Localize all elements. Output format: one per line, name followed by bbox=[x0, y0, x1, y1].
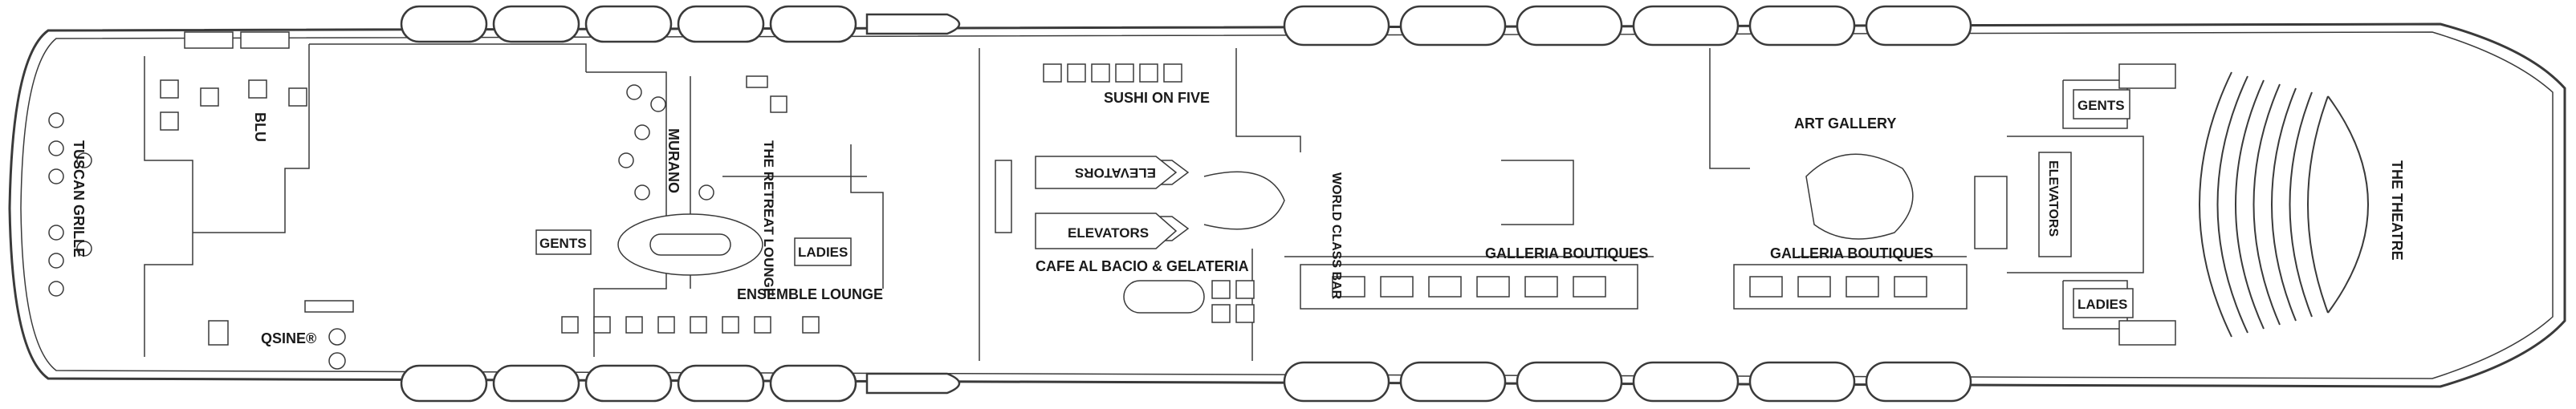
label-elevators-mid: ELEVATORS bbox=[1068, 225, 1149, 241]
elevators-mid-shape bbox=[1035, 213, 1178, 249]
label-elevators-right: ELEVATORS bbox=[2046, 160, 2060, 237]
label-ladies-left: LADIES bbox=[798, 245, 848, 260]
label-galleria-right: GALLERIA BOUTIQUES bbox=[1770, 245, 1933, 261]
label-gents-left: GENTS bbox=[539, 236, 587, 251]
theatre-seating bbox=[2199, 71, 2369, 338]
interior-walls bbox=[144, 43, 2144, 361]
stairs bbox=[995, 63, 2176, 346]
label-sushi-on-five: SUSHI ON FIVE bbox=[1104, 90, 1210, 106]
label-ensemble-lounge: ENSEMBLE LOUNGE bbox=[737, 286, 883, 302]
label-gents-right: GENTS bbox=[2077, 98, 2125, 113]
tables-aft bbox=[48, 31, 354, 370]
elevators-top-shape bbox=[1035, 156, 1178, 189]
label-blu: BLU bbox=[252, 112, 268, 142]
boutique-fixtures bbox=[1300, 153, 1968, 310]
lifeboats-bottom bbox=[400, 361, 1972, 403]
ladies-right-box bbox=[2073, 288, 2134, 318]
label-ladies-right: LADIES bbox=[2077, 297, 2127, 312]
gents-left-box bbox=[535, 229, 592, 255]
gents-right-box bbox=[2073, 89, 2130, 119]
elevators-right-box bbox=[2038, 152, 2072, 257]
tables-lounges bbox=[561, 75, 820, 334]
label-murano: MURANO bbox=[665, 128, 682, 193]
label-galleria-left: GALLERIA BOUTIQUES bbox=[1485, 245, 1648, 261]
label-the-theatre: THE THEATRE bbox=[2389, 160, 2405, 261]
hull-inner-line bbox=[20, 31, 2554, 379]
label-qsine: QSINE® bbox=[261, 330, 316, 346]
label-cafe-al-bacio: CAFE AL BACIO & GELATERIA bbox=[1036, 258, 1249, 274]
label-elevators-top: ELEVATORS bbox=[1075, 165, 1156, 180]
label-retreat-lounge: THE RETREAT LOUNGE bbox=[761, 140, 776, 297]
ladies-left-box bbox=[794, 237, 852, 266]
label-art-gallery: ART GALLERY bbox=[1794, 115, 1896, 132]
hull-outline bbox=[8, 22, 2566, 388]
label-tuscan-grille: TUSCAN GRILLE bbox=[71, 140, 87, 257]
lifeboats-top bbox=[400, 5, 1972, 47]
label-world-class-bar: WORLD CLASS BAR bbox=[1329, 172, 1343, 300]
